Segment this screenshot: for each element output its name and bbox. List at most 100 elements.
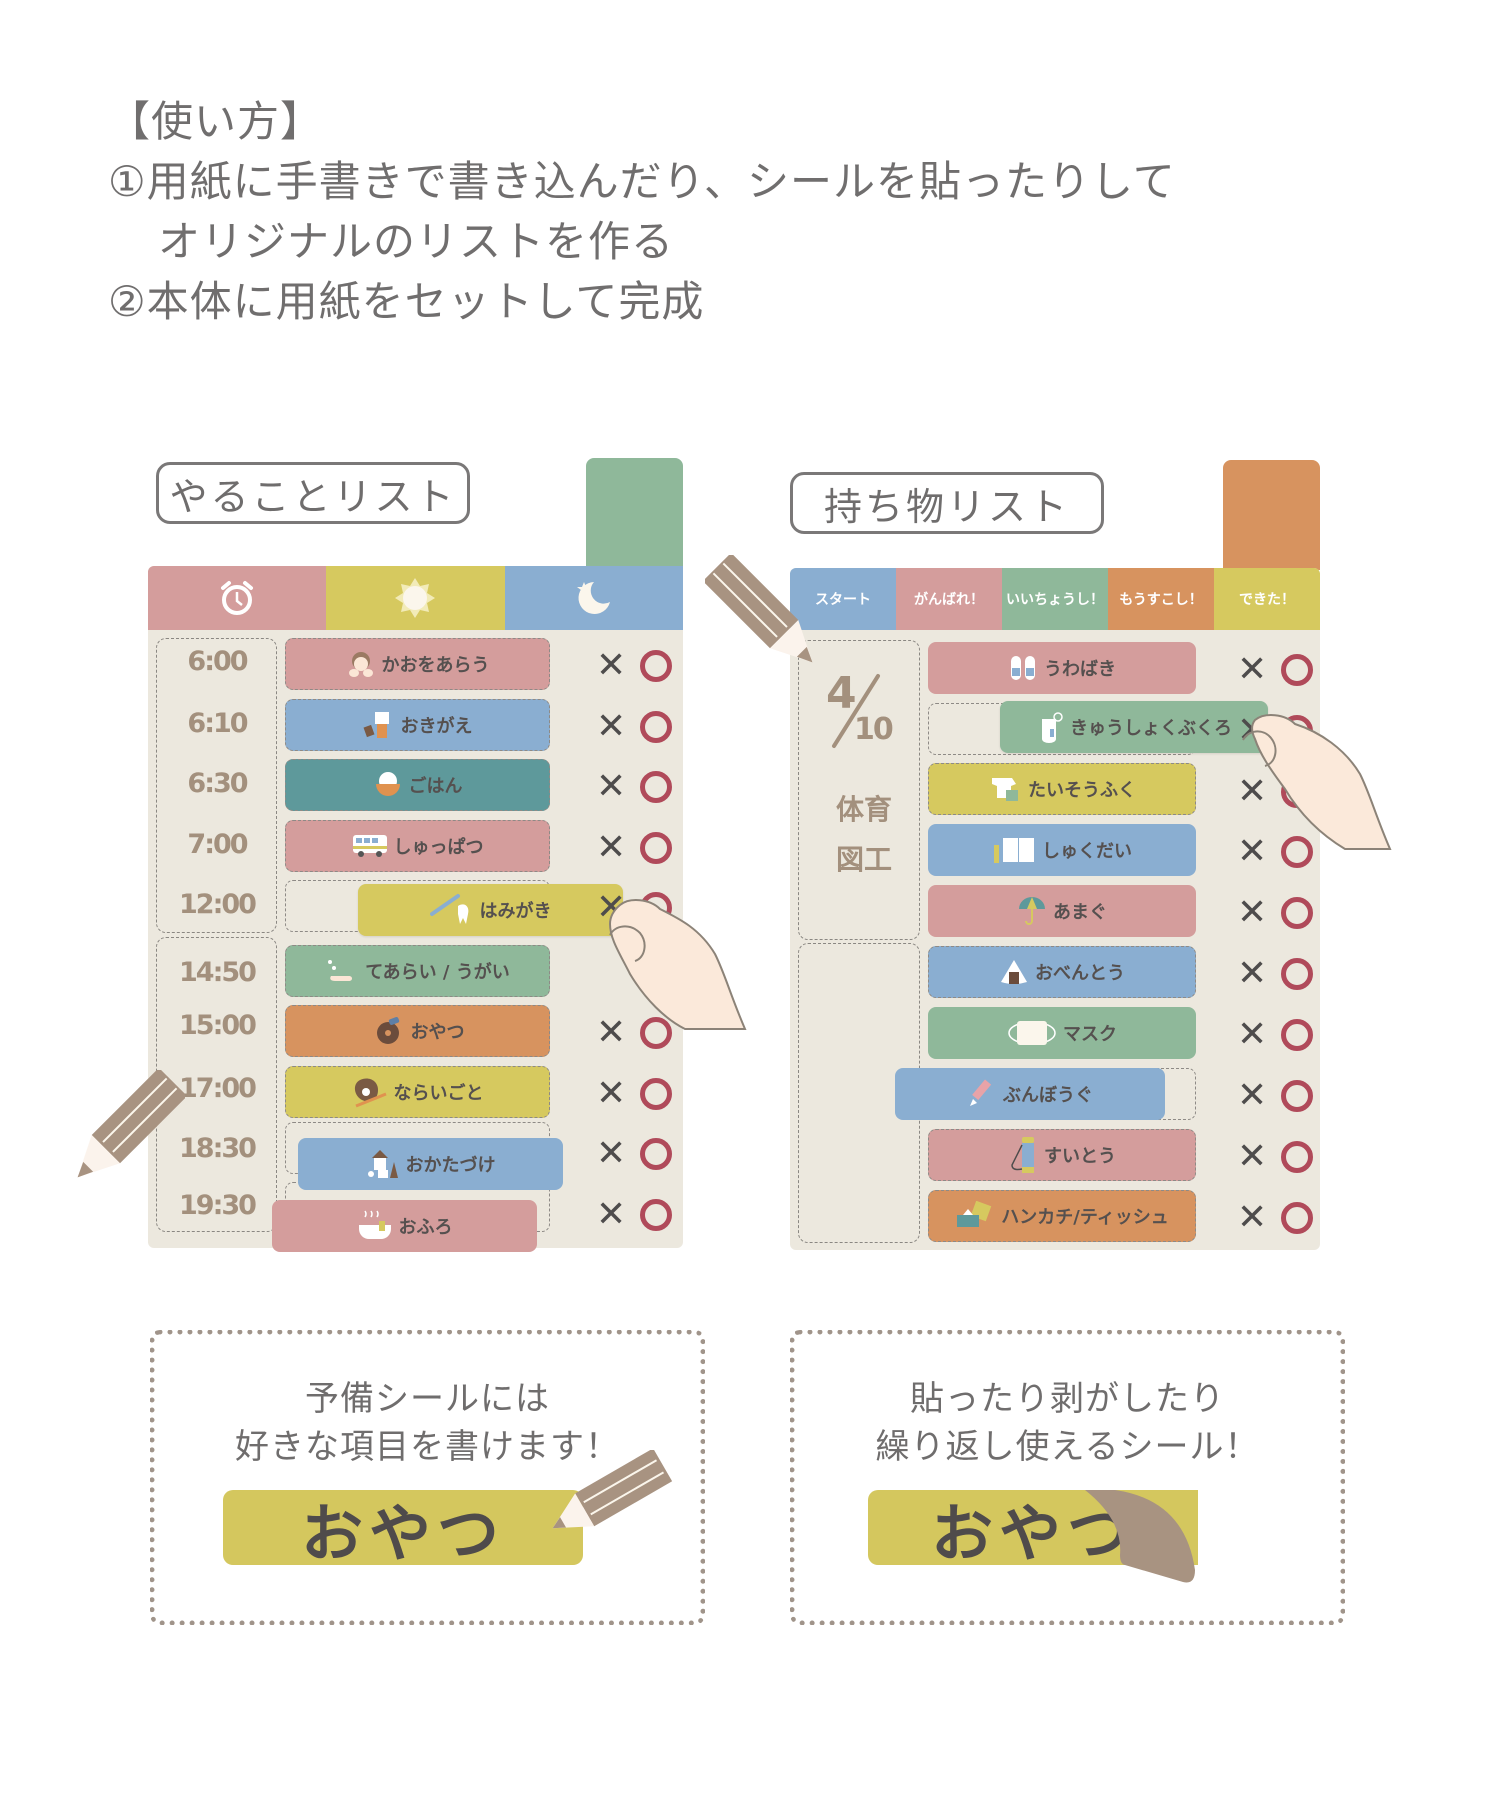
- sticker-item[interactable]: おやつ: [285, 1005, 550, 1057]
- sticker-item[interactable]: ハンカチ/ティッシュ: [928, 1190, 1196, 1242]
- o-mark-icon[interactable]: [640, 711, 673, 743]
- rice-bowl-icon: [375, 772, 400, 796]
- xo-marks: ✕: [1237, 1014, 1314, 1055]
- o-mark-icon[interactable]: [640, 1017, 673, 1049]
- sticker-label: はみがき: [479, 901, 552, 922]
- book-icon: [994, 838, 1034, 863]
- header-mousukoshi: もうすこし！: [1108, 568, 1214, 630]
- sticker-item[interactable]: おきがえ: [285, 699, 550, 751]
- time-label: 14:50: [179, 957, 257, 988]
- o-mark-icon[interactable]: [1281, 1141, 1314, 1173]
- time-label: 17:00: [179, 1073, 257, 1104]
- xo-marks: ✕: [596, 1012, 673, 1053]
- o-mark-icon[interactable]: [640, 771, 673, 803]
- x-mark-icon[interactable]: ✕: [596, 766, 627, 807]
- x-mark-icon[interactable]: ✕: [1237, 831, 1268, 872]
- o-mark-icon[interactable]: [640, 1199, 673, 1231]
- o-mark-icon[interactable]: [640, 1078, 673, 1110]
- o-mark-icon[interactable]: [640, 650, 673, 682]
- instructions-step-2: ②本体に用紙をセットして完成: [108, 277, 705, 326]
- xo-marks: ✕: [596, 645, 673, 686]
- sticker-item[interactable]: おふろ: [272, 1200, 537, 1252]
- o-mark-icon[interactable]: [1281, 1080, 1314, 1112]
- sticker-item[interactable]: あまぐ: [928, 885, 1196, 937]
- sticker-item-peeled[interactable]: ぶんぼうぐ: [895, 1068, 1165, 1120]
- sticker-item[interactable]: しゅくだい: [928, 824, 1196, 876]
- x-mark-icon[interactable]: ✕: [1237, 771, 1268, 812]
- x-mark-icon[interactable]: ✕: [1237, 649, 1268, 690]
- sticker-item[interactable]: しゅっぱつ: [285, 820, 550, 872]
- time-label: 19:30: [179, 1190, 257, 1221]
- belongings-board-tab: [1223, 460, 1320, 570]
- date-slash: [832, 674, 880, 748]
- xo-marks: ✕: [1237, 1136, 1314, 1177]
- x-mark-icon[interactable]: ✕: [596, 827, 627, 868]
- donut-icon: [376, 1017, 399, 1044]
- sticker-label: うわばき: [1044, 659, 1116, 680]
- clothes-icon: [363, 712, 389, 738]
- sticker-item[interactable]: ならいごと: [285, 1066, 550, 1118]
- sticker-item[interactable]: マスク: [928, 1007, 1196, 1059]
- xo-marks: ✕: [596, 766, 673, 807]
- sticker-item[interactable]: おべんとう: [928, 946, 1196, 998]
- sticker-item[interactable]: ごはん: [285, 759, 550, 811]
- bus-icon: [352, 835, 387, 857]
- sticker-item[interactable]: てあらい / うがい: [285, 945, 550, 997]
- o-mark-icon[interactable]: [1281, 654, 1314, 686]
- o-mark-icon[interactable]: [1281, 1019, 1314, 1051]
- x-mark-icon[interactable]: ✕: [596, 1194, 627, 1235]
- x-mark-icon[interactable]: ✕: [1237, 1075, 1268, 1116]
- x-mark-icon[interactable]: ✕: [1237, 892, 1268, 933]
- o-mark-icon[interactable]: [1281, 1202, 1314, 1234]
- toothbrush-icon: [429, 894, 468, 924]
- subject-label: 体育: [836, 793, 893, 826]
- o-mark-icon[interactable]: [640, 832, 673, 864]
- sticker-item[interactable]: すいとう: [928, 1129, 1196, 1181]
- o-mark-icon[interactable]: [1281, 836, 1314, 868]
- date-box: [798, 640, 920, 940]
- x-mark-icon[interactable]: ✕: [596, 706, 627, 747]
- o-mark-icon[interactable]: [1281, 897, 1314, 929]
- gym-clothes-icon: [992, 778, 1018, 801]
- note-line: 予備シールには: [305, 1379, 550, 1419]
- sticker-item[interactable]: かおをあらう: [285, 638, 550, 690]
- moon-star-icon: [576, 582, 610, 614]
- sticker-label: ごはん: [408, 776, 463, 797]
- x-mark-icon[interactable]: ✕: [596, 1012, 627, 1053]
- reusable-sticker-text: 貼ったり剥がしたり 繰り返し使えるシール！: [790, 1375, 1345, 1471]
- x-mark-icon[interactable]: ✕: [1237, 1136, 1268, 1177]
- xo-marks: ✕: [596, 1073, 673, 1114]
- sticker-label: おやつ: [410, 1022, 465, 1043]
- x-mark-icon[interactable]: ✕: [1237, 1197, 1268, 1238]
- o-mark-icon[interactable]: [640, 1138, 673, 1170]
- header-iichoushi: いいちょうし！: [1002, 568, 1108, 630]
- x-mark-icon[interactable]: ✕: [596, 1133, 627, 1174]
- sticker-label: かおをあらう: [381, 655, 490, 676]
- lunch-bag-icon: [1042, 712, 1063, 743]
- x-mark-icon[interactable]: ✕: [1237, 1014, 1268, 1055]
- sticker-item[interactable]: うわばき: [928, 642, 1196, 694]
- x-mark-icon[interactable]: ✕: [1237, 953, 1268, 994]
- sticker-item-peeled[interactable]: はみがき: [358, 884, 623, 936]
- belongings-list-title: 持ち物リスト: [790, 472, 1104, 534]
- tissue-icon: [957, 1201, 992, 1227]
- xo-marks: ✕: [596, 827, 673, 868]
- sticker-label: おきがえ: [400, 716, 473, 737]
- header-night: [504, 566, 683, 630]
- sticker-item[interactable]: おかたづけ: [298, 1138, 563, 1190]
- time-label: 6:00: [187, 646, 248, 677]
- note-line: 繰り返し使えるシール！: [875, 1427, 1260, 1467]
- time-label: 12:00: [179, 889, 257, 920]
- o-mark-icon[interactable]: [1281, 958, 1314, 990]
- sticker-label: きゅうしょくぶくろ: [1070, 718, 1232, 739]
- xo-marks: ✕: [1237, 649, 1314, 690]
- date-numerator: 4: [826, 668, 857, 719]
- x-mark-icon[interactable]: ✕: [596, 645, 627, 686]
- x-mark-icon[interactable]: ✕: [596, 1073, 627, 1114]
- sticker-item-peeled[interactable]: きゅうしょくぶくろ: [1000, 701, 1268, 753]
- peeling-corner-illustration: [1085, 1490, 1195, 1583]
- header-daytime: [326, 566, 505, 630]
- mask-icon: [1008, 1021, 1056, 1045]
- sticker-item[interactable]: たいそうふく: [928, 763, 1196, 815]
- instructions: 【使い方】 ①用紙に手書きで書き込んだり、シールを貼ったりして オリジナルのリス…: [108, 92, 1176, 332]
